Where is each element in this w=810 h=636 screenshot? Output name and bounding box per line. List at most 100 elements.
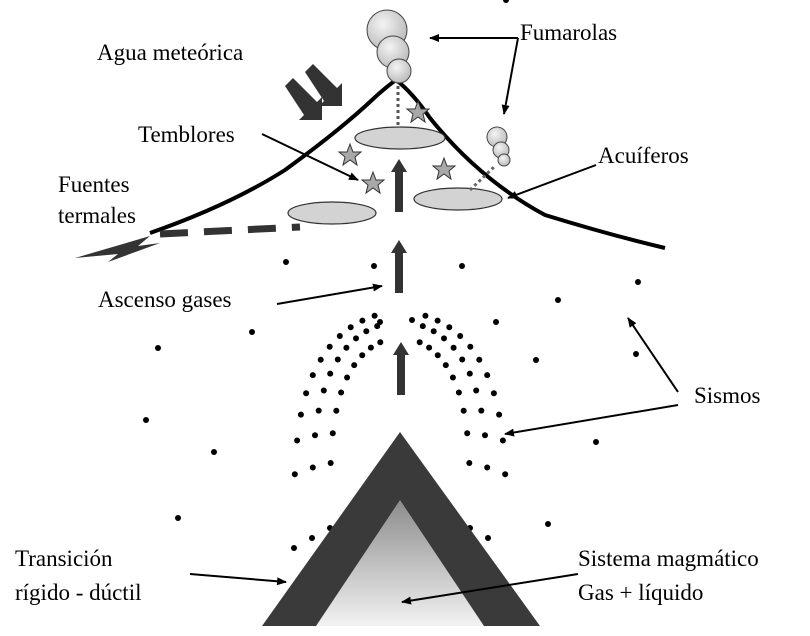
gas-dot — [310, 372, 316, 378]
gas-dot — [318, 357, 324, 363]
gas-dot — [422, 313, 428, 319]
gas-dot — [337, 333, 343, 339]
label-rigido-ductil: rígido - dúctil — [15, 580, 141, 605]
seismic-event-dot — [143, 417, 149, 423]
seismic-event-dot — [371, 263, 377, 269]
gas-dot — [443, 362, 449, 368]
gas-dot — [502, 471, 508, 477]
gas-dot — [466, 460, 472, 466]
seismic-event-dot — [155, 345, 161, 351]
seismic-event-dot — [633, 351, 639, 357]
gas-dot — [321, 388, 327, 394]
gas-dot — [467, 344, 473, 350]
gas-dot — [351, 362, 357, 368]
gas-dot — [441, 335, 447, 341]
gas-dot — [328, 460, 334, 466]
gas-dot — [348, 324, 354, 330]
label-fuentes: Fuentes — [58, 172, 130, 197]
gas-dot — [450, 375, 456, 381]
seismic-event-dot — [593, 439, 599, 445]
label-agua-meteorica: Agua meteórica — [97, 40, 243, 65]
gas-dot — [435, 318, 441, 324]
gas-dot — [359, 318, 365, 324]
gas-dot — [446, 324, 452, 330]
gas-dot — [330, 430, 336, 436]
gas-dot — [292, 471, 298, 477]
seismic-event-dot — [533, 357, 539, 363]
gas-dot — [457, 333, 463, 339]
gas-dot — [473, 388, 479, 394]
label-termales: termales — [58, 203, 136, 228]
gas-dot — [344, 375, 350, 381]
gas-dot — [363, 328, 369, 334]
gas-dot — [485, 535, 491, 541]
gas-dot — [312, 432, 318, 438]
gas-dot — [368, 345, 374, 351]
seismic-event-dot — [493, 319, 499, 325]
gas-dot — [291, 545, 297, 551]
seismic-event-dot — [635, 279, 641, 285]
gas-dot — [476, 357, 482, 363]
gas-dot — [353, 335, 359, 341]
seismic-event-dot — [459, 263, 465, 269]
upward-arrow-icon — [391, 159, 409, 395]
gas-dot — [478, 408, 484, 414]
gas-dot — [310, 465, 316, 471]
gas-dot — [294, 438, 300, 444]
gas-dot — [298, 412, 304, 418]
flank-fumarole-smoke-icon — [487, 127, 510, 166]
gas-dot — [435, 352, 441, 358]
label-ascenso-gases: Ascenso gases — [98, 287, 232, 312]
label-temblores: Temblores — [138, 122, 235, 147]
aquifer-top — [355, 127, 445, 149]
volcano-profile — [150, 80, 665, 248]
label-gas-liquido: Gas + líquido — [578, 580, 703, 605]
gas-dot — [377, 339, 383, 345]
gas-dot — [484, 465, 490, 471]
hot-spring-flow-icon — [75, 236, 160, 262]
gas-dot — [327, 344, 333, 350]
gas-dot — [338, 390, 344, 396]
gas-dot — [451, 345, 457, 351]
gas-dot — [327, 371, 333, 377]
gas-dot — [500, 438, 506, 444]
hot-spring-conduit — [160, 227, 300, 234]
gas-dot — [343, 345, 349, 351]
label-acuiferos: Acuíferos — [598, 143, 689, 168]
gas-dot — [417, 339, 423, 345]
label-sismos: Sismos — [694, 383, 761, 408]
gas-dot — [491, 390, 497, 396]
seismic-event-dot — [249, 329, 255, 335]
seismic-event-dot — [555, 297, 561, 303]
seismic-event-dot — [377, 319, 383, 325]
gas-dot — [496, 412, 502, 418]
gas-dot — [484, 372, 490, 378]
label-fumarolas: Fumarolas — [520, 20, 617, 45]
seismic-event-dot — [175, 515, 181, 521]
gas-dot — [372, 313, 378, 319]
rain-arrow-icon — [285, 64, 342, 120]
gas-dot — [303, 390, 309, 396]
seismic-event-dot — [211, 449, 217, 455]
gas-dot — [359, 352, 365, 358]
gas-dot — [482, 432, 488, 438]
gas-dot — [503, 0, 509, 3]
label-sistema-magmatico: Sistema magmático — [578, 546, 759, 571]
gas-dot — [333, 408, 339, 414]
gas-dot — [309, 535, 315, 541]
gas-dot — [459, 357, 465, 363]
gas-dot — [335, 357, 341, 363]
seismic-event-dot — [409, 317, 415, 323]
gas-dot — [461, 408, 467, 414]
gas-dot — [420, 323, 426, 329]
gas-dot — [467, 371, 473, 377]
seismic-event-dot — [545, 521, 551, 527]
aquifer-left — [288, 202, 376, 224]
label-transicion: Transición — [15, 546, 113, 571]
gas-dot — [426, 345, 432, 351]
gas-dot — [456, 390, 462, 396]
seismic-event-dot — [283, 259, 289, 265]
gas-dot — [431, 328, 437, 334]
fumarole-smoke-icon — [367, 10, 411, 83]
